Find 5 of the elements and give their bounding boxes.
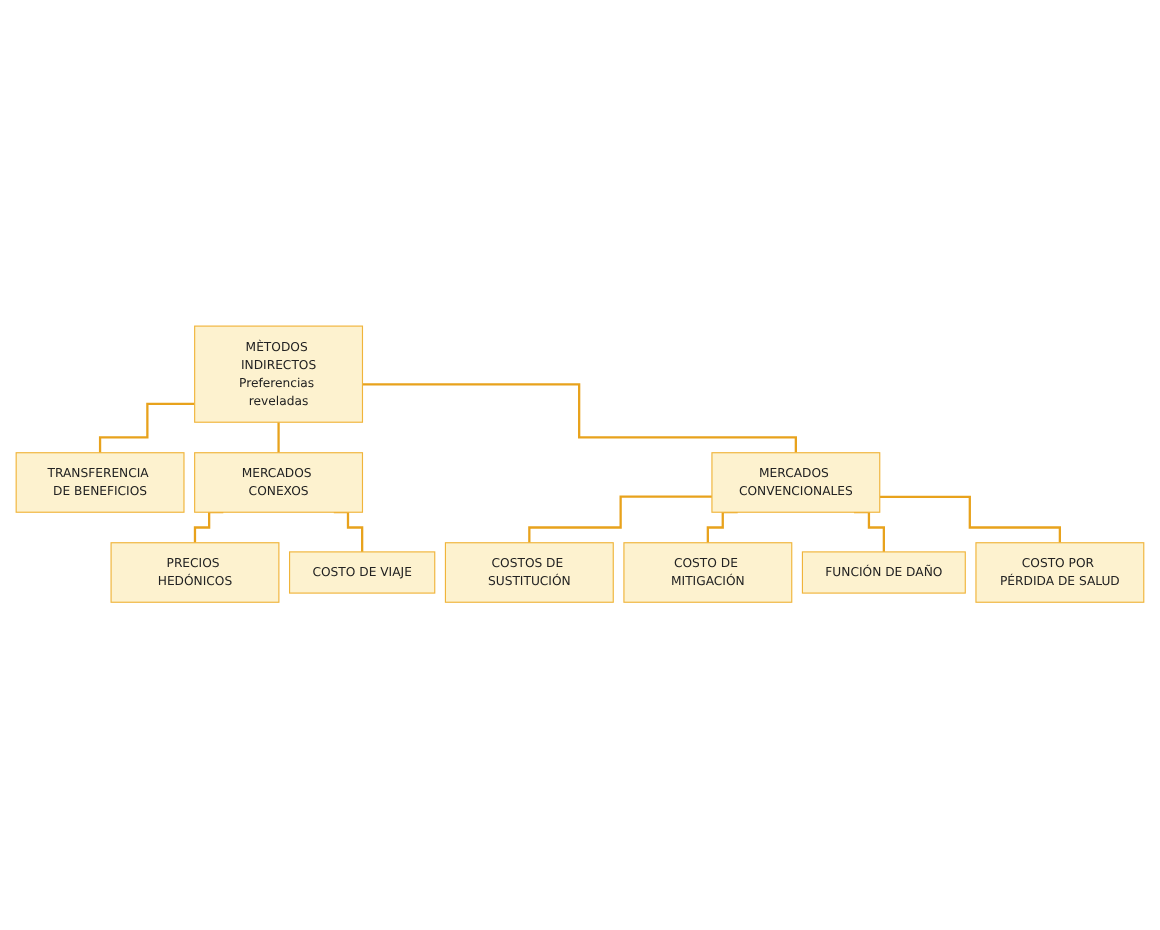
- connector: [528, 496, 712, 545]
- connector: [362, 384, 798, 455]
- connector: [277, 421, 280, 455]
- connector: [879, 496, 1062, 545]
- connector: [98, 403, 195, 455]
